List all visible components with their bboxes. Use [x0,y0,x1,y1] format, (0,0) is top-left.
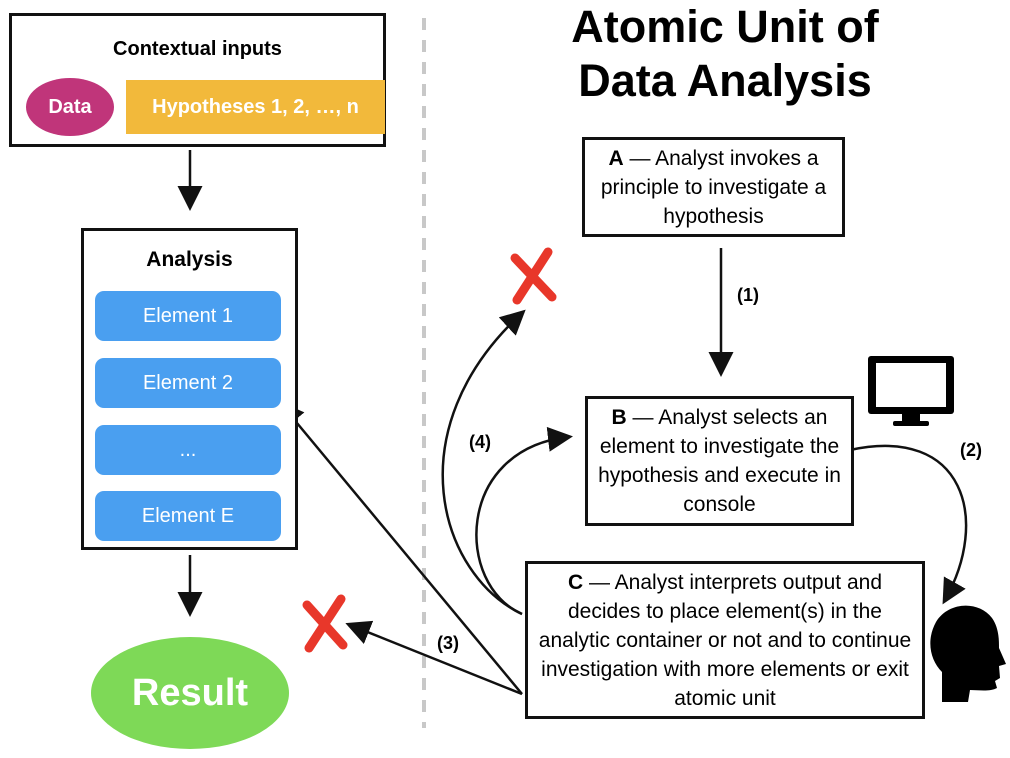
head-silhouette-icon [930,605,1006,702]
red-x-icon [302,594,348,653]
arrow-3 [345,620,523,696]
monitor-icon [868,356,954,426]
step-c-letter: C [567,570,584,594]
step-a-text: A — Analyst invokes a principle to inves… [593,144,834,231]
arrow-c-to-element-2 [278,401,523,695]
analysis-title: Analysis [146,248,233,271]
analysis-box: Analysis Element 1 Element 2 ... Element… [81,228,298,550]
element-2: Element 2 [95,358,281,408]
arrow-label-4: (4) [469,432,491,452]
arrow-2 [849,444,968,605]
diagram-title: Atomic Unit of Data Analysis [520,0,930,108]
arrow-c-to-reject-top [441,309,526,616]
step-a-box: A — Analyst invokes a principle to inves… [582,137,845,237]
step-b-letter: B [611,406,627,429]
element-1: Element 1 [95,291,281,341]
element-ellipsis: ... [95,425,281,475]
data-pill: Data [26,78,114,136]
step-a-description: — Analyst invokes a principle to investi… [600,146,827,228]
step-b-box: B — Analyst selects an element to invest… [585,396,854,526]
arrow-4 [475,426,573,616]
contextual-inputs-box: Contextual inputs Data Hypotheses 1, 2, … [9,13,386,147]
red-x-icon [510,247,557,305]
title-line-2: Data Analysis [578,55,872,106]
hypotheses-box: Hypotheses 1, 2, …, n [126,80,385,134]
step-c-description: — Analyst interprets output and decides … [538,570,912,710]
arrow-label-3: (3) [437,633,459,653]
step-c-box: C — Analyst interprets output and decide… [525,561,925,719]
title-line-1: Atomic Unit of [571,1,879,52]
step-b-text: B — Analyst selects an element to invest… [598,403,841,519]
step-c-text: C — Analyst interprets output and decide… [538,568,912,713]
arrow-label-2: (2) [960,440,982,460]
result-ellipse: Result [91,637,289,749]
contextual-inputs-title: Contextual inputs [113,38,282,60]
arrow-label-1: (1) [737,285,759,305]
step-b-description: — Analyst selects an element to investig… [598,406,841,516]
element-e: Element E [95,491,281,541]
step-a-letter: A [608,146,624,170]
